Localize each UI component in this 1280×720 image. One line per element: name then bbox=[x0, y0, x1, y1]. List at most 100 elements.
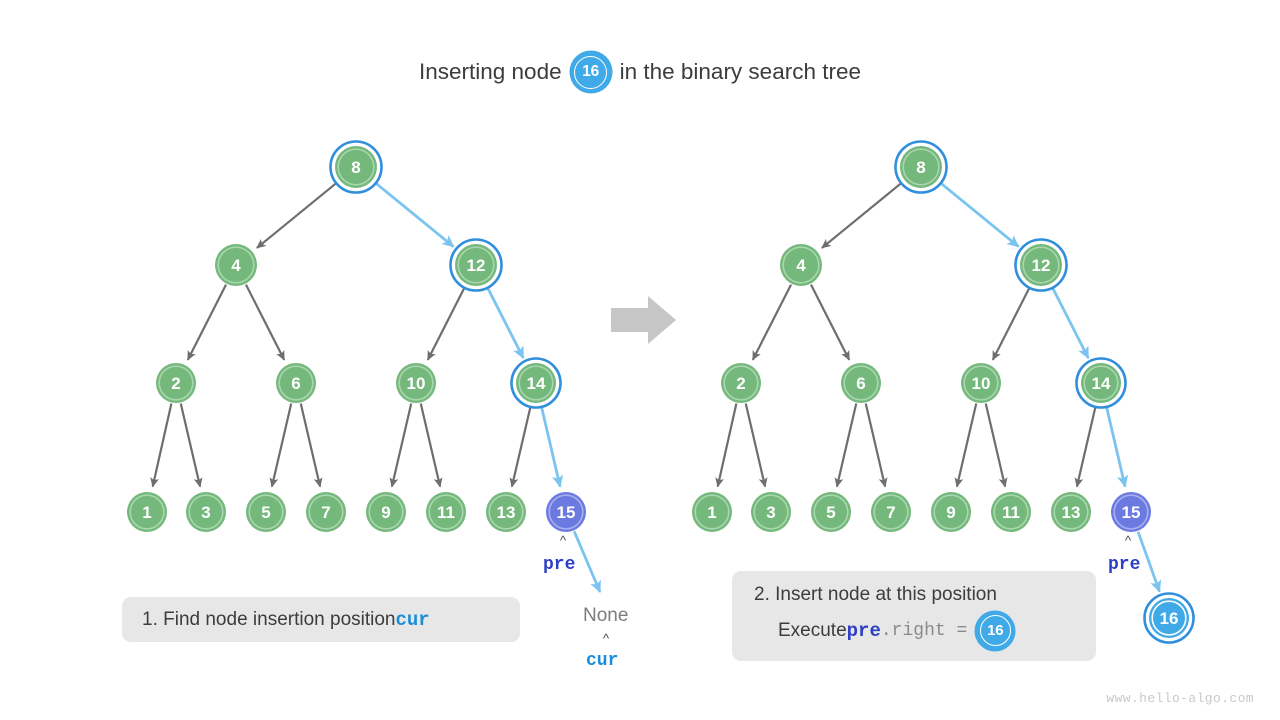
tree-node-value: 13 bbox=[1062, 503, 1081, 522]
tree-edge bbox=[954, 403, 978, 488]
tree-node: 7 bbox=[306, 492, 346, 532]
none-text-left: None bbox=[583, 605, 629, 626]
tree-node-value: 15 bbox=[1122, 503, 1141, 522]
tree-node-value: 4 bbox=[231, 256, 241, 275]
tree-edge-null bbox=[572, 530, 602, 593]
tree-node-value: 8 bbox=[351, 158, 360, 177]
page-title: Inserting node 16 in the binary search t… bbox=[0, 50, 1280, 94]
tree-edge bbox=[834, 403, 858, 488]
caption-node-badge-value: 16 bbox=[987, 622, 1004, 639]
tree-node: 13 bbox=[1051, 492, 1091, 532]
tree-node: 14 bbox=[510, 357, 562, 409]
tree-node-value: 13 bbox=[497, 503, 516, 522]
tree-edge bbox=[179, 403, 203, 488]
cur-pointer-caret-left: ^ bbox=[603, 631, 610, 646]
tree-edge bbox=[150, 403, 173, 488]
title-node-badge: 16 bbox=[571, 53, 610, 91]
tree-edge bbox=[256, 181, 338, 249]
tree-node-value: 8 bbox=[916, 158, 925, 177]
tree-node: 12 bbox=[1014, 238, 1068, 292]
tree-node-value: 7 bbox=[321, 503, 330, 522]
caption-1-line-1: 1. Find node insertion position cur bbox=[142, 609, 500, 631]
caption-node-badge: 16 bbox=[977, 612, 1014, 649]
tree-node: 13 bbox=[486, 492, 526, 532]
caption-box-step-1: 1. Find node insertion position cur bbox=[122, 597, 520, 642]
tree-edge bbox=[751, 284, 793, 361]
cur-pointer-label-left: cur bbox=[586, 651, 619, 671]
tree-edge bbox=[809, 284, 851, 361]
edge-layer bbox=[150, 181, 1162, 593]
tree-edge bbox=[269, 403, 293, 488]
tree-node-value: 1 bbox=[707, 503, 716, 522]
tree-node-value: 10 bbox=[972, 374, 991, 393]
tree-edge bbox=[1136, 531, 1162, 593]
caption-text: 1. Find node insertion position bbox=[142, 608, 396, 630]
caption-2-line-1: 2. Insert node at this position bbox=[754, 584, 1074, 606]
title-suffix: in the binary search tree bbox=[619, 59, 861, 84]
tree-node: 6 bbox=[276, 363, 316, 403]
tree-node-value: 6 bbox=[291, 374, 300, 393]
tree-edge bbox=[744, 403, 768, 488]
tree-edge bbox=[486, 286, 525, 359]
tree-node: 2 bbox=[156, 363, 196, 403]
tree-node: 2 bbox=[721, 363, 761, 403]
code-fragment: .right = bbox=[880, 620, 968, 641]
tree-node: 1 bbox=[692, 492, 732, 532]
tree-node-value: 11 bbox=[1002, 503, 1020, 522]
tree-node: 10 bbox=[396, 363, 436, 403]
right-arrow-icon bbox=[611, 296, 676, 344]
tree-node: 15 bbox=[546, 492, 586, 532]
tree-edge bbox=[389, 403, 413, 488]
tree-edge bbox=[1105, 406, 1129, 488]
tree-node: 5 bbox=[246, 492, 286, 532]
tree-node-value: 9 bbox=[946, 503, 955, 522]
tree-node-value: 3 bbox=[766, 503, 775, 522]
tree-node-value: 14 bbox=[1092, 374, 1111, 393]
watermark: www.hello-algo.com bbox=[1106, 691, 1254, 706]
tree-node: 8 bbox=[329, 140, 383, 194]
keyword-cur: cur bbox=[395, 608, 430, 631]
tree-node: 12 bbox=[449, 238, 503, 292]
tree-node: 11 bbox=[426, 492, 466, 532]
tree-node-value: 6 bbox=[856, 374, 865, 393]
title-prefix: Inserting node bbox=[419, 59, 562, 84]
tree-node: 1 bbox=[127, 492, 167, 532]
tree-node: 11 bbox=[991, 492, 1031, 532]
tree-node-value: 12 bbox=[1032, 256, 1051, 275]
tree-edge bbox=[984, 403, 1008, 488]
tree-edge bbox=[821, 181, 903, 249]
tree-node: 5 bbox=[811, 492, 851, 532]
tree-edge bbox=[509, 406, 532, 488]
tree-edge bbox=[991, 286, 1031, 361]
tree-node: 4 bbox=[780, 244, 822, 286]
tree-node-value: 3 bbox=[201, 503, 210, 522]
tree-node-value: 2 bbox=[171, 374, 180, 393]
tree-node-value: 11 bbox=[437, 503, 455, 522]
tree-node: 8 bbox=[894, 140, 948, 194]
tree-node: 16 bbox=[1143, 592, 1195, 644]
tree-node-value: 9 bbox=[381, 503, 390, 522]
pre-pointer-label-left: pre bbox=[543, 555, 576, 575]
tree-edge bbox=[299, 403, 323, 488]
tree-edge bbox=[426, 286, 466, 361]
tree-edge bbox=[244, 284, 286, 361]
pre-pointer-caret-left: ^ bbox=[560, 533, 567, 548]
tree-node-value: 7 bbox=[886, 503, 895, 522]
tree-node-value: 4 bbox=[796, 256, 806, 275]
tree-node-value: 16 bbox=[1160, 609, 1179, 628]
keyword-pre: pre bbox=[846, 619, 881, 642]
caption-text: Execute bbox=[778, 619, 847, 641]
tree-edge bbox=[939, 181, 1020, 248]
tree-node: 4 bbox=[215, 244, 257, 286]
tree-node-value: 15 bbox=[557, 503, 576, 522]
title-node-badge-value: 16 bbox=[582, 63, 600, 80]
tree-node: 3 bbox=[751, 492, 791, 532]
tree-node-value: 5 bbox=[261, 503, 270, 522]
tree-node: 10 bbox=[961, 363, 1001, 403]
tree-edge bbox=[540, 406, 564, 488]
tree-node: 7 bbox=[871, 492, 911, 532]
pre-pointer-caret-right: ^ bbox=[1125, 533, 1132, 548]
tree-edge bbox=[374, 181, 455, 248]
